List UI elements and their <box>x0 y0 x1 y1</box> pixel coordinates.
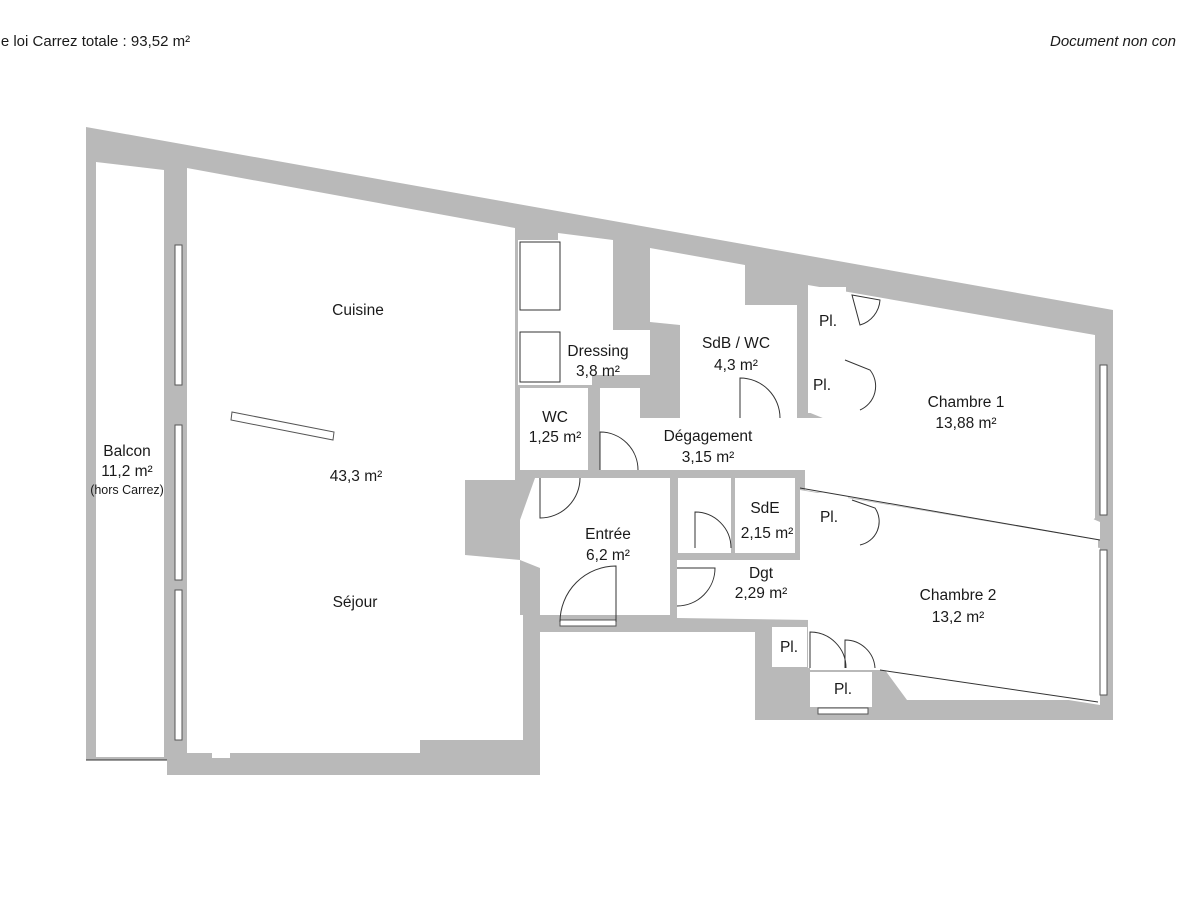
disclaimer-text: Document non con <box>1050 33 1176 50</box>
entree-room <box>520 478 670 615</box>
sde-room <box>735 478 795 553</box>
window-placard <box>817 707 869 715</box>
dgt-area: 2,29 m² <box>735 585 788 602</box>
sejour-area: 43,3 m² <box>330 468 383 485</box>
chambre2-label: Chambre 2 <box>920 587 997 604</box>
dressing-label: Dressing <box>567 343 628 360</box>
balcon-area: 11,2 m² <box>101 463 152 480</box>
entry-door-swing <box>559 565 617 623</box>
degagement-door-swing <box>599 431 639 471</box>
sde-annex <box>678 478 731 553</box>
dressing-shelf <box>519 241 561 311</box>
placard-3-door <box>851 499 880 546</box>
chambre1-label: Chambre 1 <box>928 394 1005 411</box>
chambre1-room <box>808 285 1095 530</box>
dressing-shelf <box>519 331 561 383</box>
placard-3 <box>808 493 848 545</box>
sdb-label: SdB / WC <box>702 335 770 352</box>
wc-label: WC <box>542 409 568 426</box>
placard-5-label: Pl. <box>834 681 852 698</box>
placard-3-label: Pl. <box>820 509 838 526</box>
dgt-door-swing <box>676 567 716 607</box>
placard-5-door <box>844 639 876 669</box>
sdb-room <box>650 248 797 418</box>
placard-1-door <box>851 294 881 326</box>
entree-area: 6,2 m² <box>586 547 630 564</box>
dressing-room <box>518 233 650 385</box>
sdb-area: 4,3 m² <box>714 357 758 374</box>
wc-room <box>520 388 588 470</box>
entree-label: Entrée <box>585 526 631 543</box>
window-entree <box>559 619 617 627</box>
total-area-heading: cie loi Carrez totale : 93,52 m² <box>0 33 191 50</box>
placard-2 <box>808 357 836 413</box>
window-chambre1 <box>1099 364 1108 516</box>
placard-2-label: Pl. <box>813 377 831 394</box>
placard-5 <box>810 672 872 707</box>
placard-2-door <box>844 359 877 411</box>
kitchen-partition <box>230 411 335 441</box>
sde-area: 2,15 m² <box>741 525 794 542</box>
window-sejour-1 <box>174 424 183 581</box>
placard-4-label: Pl. <box>780 639 798 656</box>
window-sejour-2 <box>174 589 183 741</box>
placard-1 <box>808 287 846 352</box>
sejour-label: Séjour <box>333 594 378 611</box>
dgt-label: Dgt <box>749 565 774 582</box>
degagement-label: Dégagement <box>664 428 753 445</box>
balcon-note: (hors Carrez) <box>90 483 164 497</box>
wc-door-swing <box>539 477 581 519</box>
window-cuisine <box>174 244 183 386</box>
sde-door-swing <box>694 511 732 549</box>
chambre2-room <box>808 498 1100 705</box>
radiator <box>212 748 230 758</box>
placard-1-label: Pl. <box>819 313 837 330</box>
cuisine-label: Cuisine <box>332 302 384 319</box>
wc-area: 1,25 m² <box>529 429 582 446</box>
balcon-area <box>96 162 164 757</box>
sde-label: SdE <box>750 500 779 517</box>
window-chambre2 <box>1099 549 1108 696</box>
degagement-area <box>600 388 1100 540</box>
chambre1-area: 13,88 m² <box>935 415 996 432</box>
placard-4 <box>772 627 807 667</box>
sejour-cuisine-room <box>187 168 523 753</box>
sdb-door-swing <box>739 377 781 419</box>
balcon-label: Balcon <box>103 443 150 460</box>
dressing-area: 3,8 m² <box>576 363 620 380</box>
degagement-area: 3,15 m² <box>682 449 735 466</box>
chambre2-area: 13,2 m² <box>932 609 985 626</box>
